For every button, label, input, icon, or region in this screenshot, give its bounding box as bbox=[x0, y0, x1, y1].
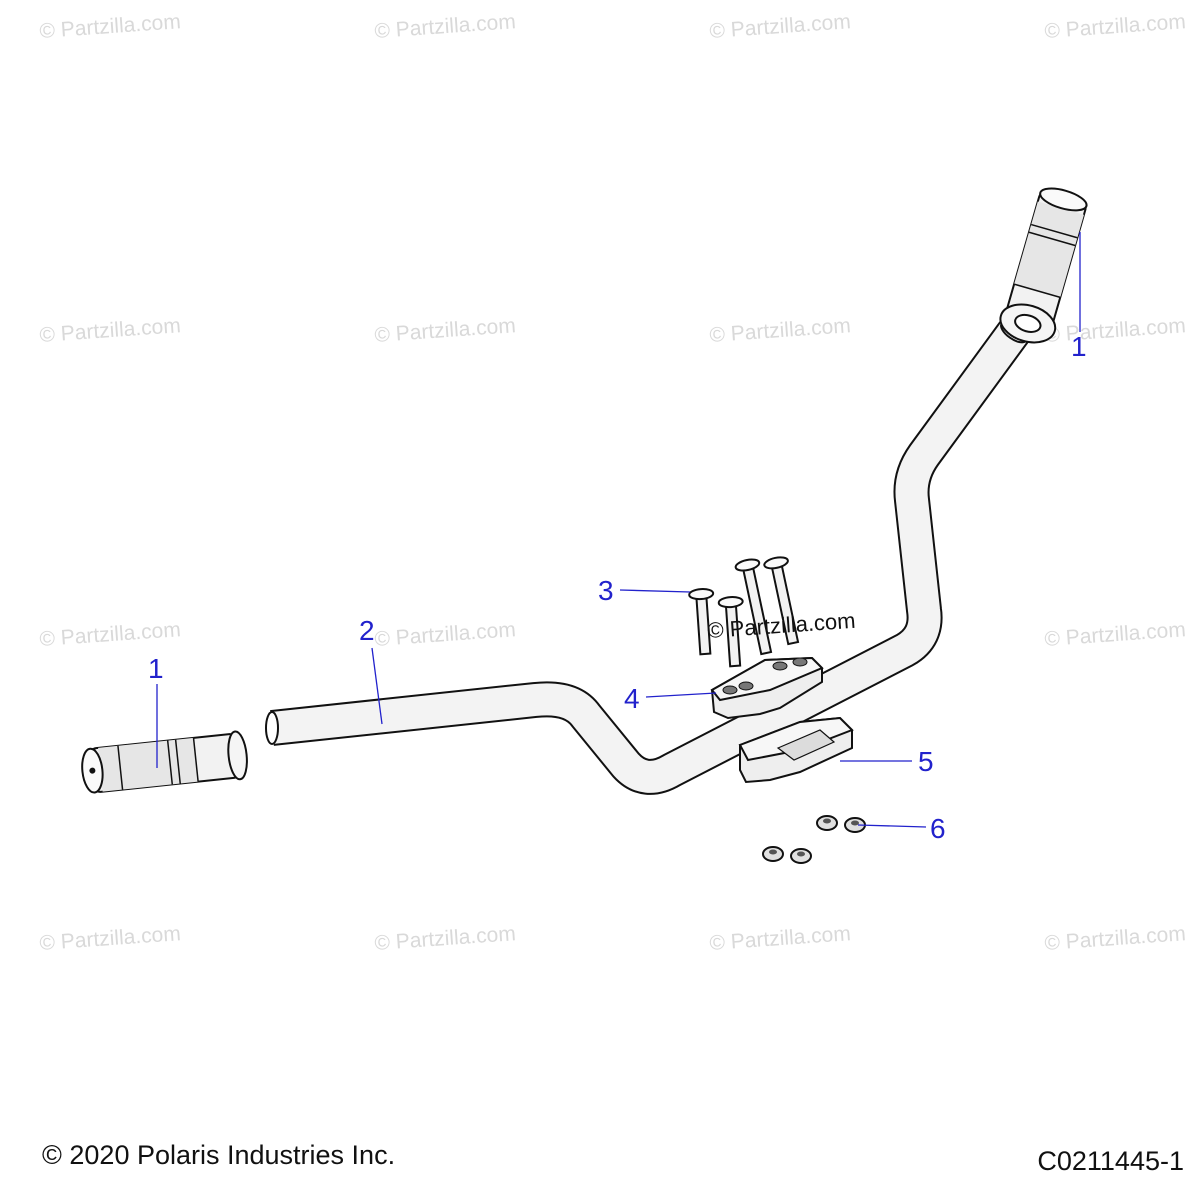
leader-line bbox=[371, 647, 383, 725]
callout-grip-left: 1 bbox=[148, 653, 164, 684]
watermark: © Partzilla.com bbox=[1044, 314, 1187, 347]
handlebar bbox=[265, 320, 1029, 795]
callout-grip-right: 1 bbox=[1071, 331, 1087, 362]
watermark: © Partzilla.com bbox=[39, 314, 182, 347]
bolts bbox=[688, 556, 800, 668]
drawing-number: C0211445-1 bbox=[1037, 1146, 1184, 1176]
bolt bbox=[763, 556, 800, 646]
nuts bbox=[762, 815, 866, 864]
callouts: 1 1 2 3 4 5 6 bbox=[148, 331, 1087, 844]
lower-clamp bbox=[738, 716, 854, 784]
upper-clamp bbox=[710, 656, 824, 720]
watermark: © Partzilla.com bbox=[39, 922, 182, 955]
handlebar-end-left bbox=[265, 711, 279, 745]
bolt bbox=[734, 558, 773, 656]
watermark: © Partzilla.com bbox=[1044, 10, 1187, 43]
watermark-grid: © Partzilla.com © Partzilla.com © Partzi… bbox=[39, 10, 1187, 955]
leader-line bbox=[619, 589, 691, 593]
watermark: © Partzilla.com bbox=[709, 922, 852, 955]
watermark: © Partzilla.com bbox=[1044, 922, 1187, 955]
nut bbox=[816, 815, 838, 831]
watermark: © Partzilla.com bbox=[39, 618, 182, 651]
right-grip bbox=[999, 187, 1088, 344]
copyright-text: © 2020 Polaris Industries Inc. bbox=[42, 1140, 396, 1170]
callout-bolt: 3 bbox=[598, 575, 614, 606]
watermark: © Partzilla.com bbox=[374, 314, 517, 347]
leader-line bbox=[857, 824, 927, 828]
left-grip bbox=[81, 730, 248, 794]
leader-lines bbox=[156, 232, 1081, 828]
callout-lower-clamp: 5 bbox=[918, 746, 934, 777]
watermark: © Partzilla.com bbox=[39, 10, 182, 43]
bolt bbox=[717, 596, 744, 668]
bolt bbox=[688, 588, 715, 656]
callout-handlebar: 2 bbox=[359, 615, 375, 646]
watermark: © Partzilla.com bbox=[709, 314, 852, 347]
nut bbox=[790, 848, 812, 864]
watermark: © Partzilla.com bbox=[374, 922, 517, 955]
callout-nut: 6 bbox=[930, 813, 946, 844]
watermark: © Partzilla.com bbox=[374, 10, 517, 43]
nut bbox=[762, 846, 784, 862]
watermark: © Partzilla.com bbox=[1044, 618, 1187, 651]
leader-line bbox=[645, 692, 717, 698]
callout-upper-clamp: 4 bbox=[624, 683, 640, 714]
watermark: © Partzilla.com bbox=[374, 618, 517, 651]
watermark: © Partzilla.com bbox=[709, 10, 852, 43]
